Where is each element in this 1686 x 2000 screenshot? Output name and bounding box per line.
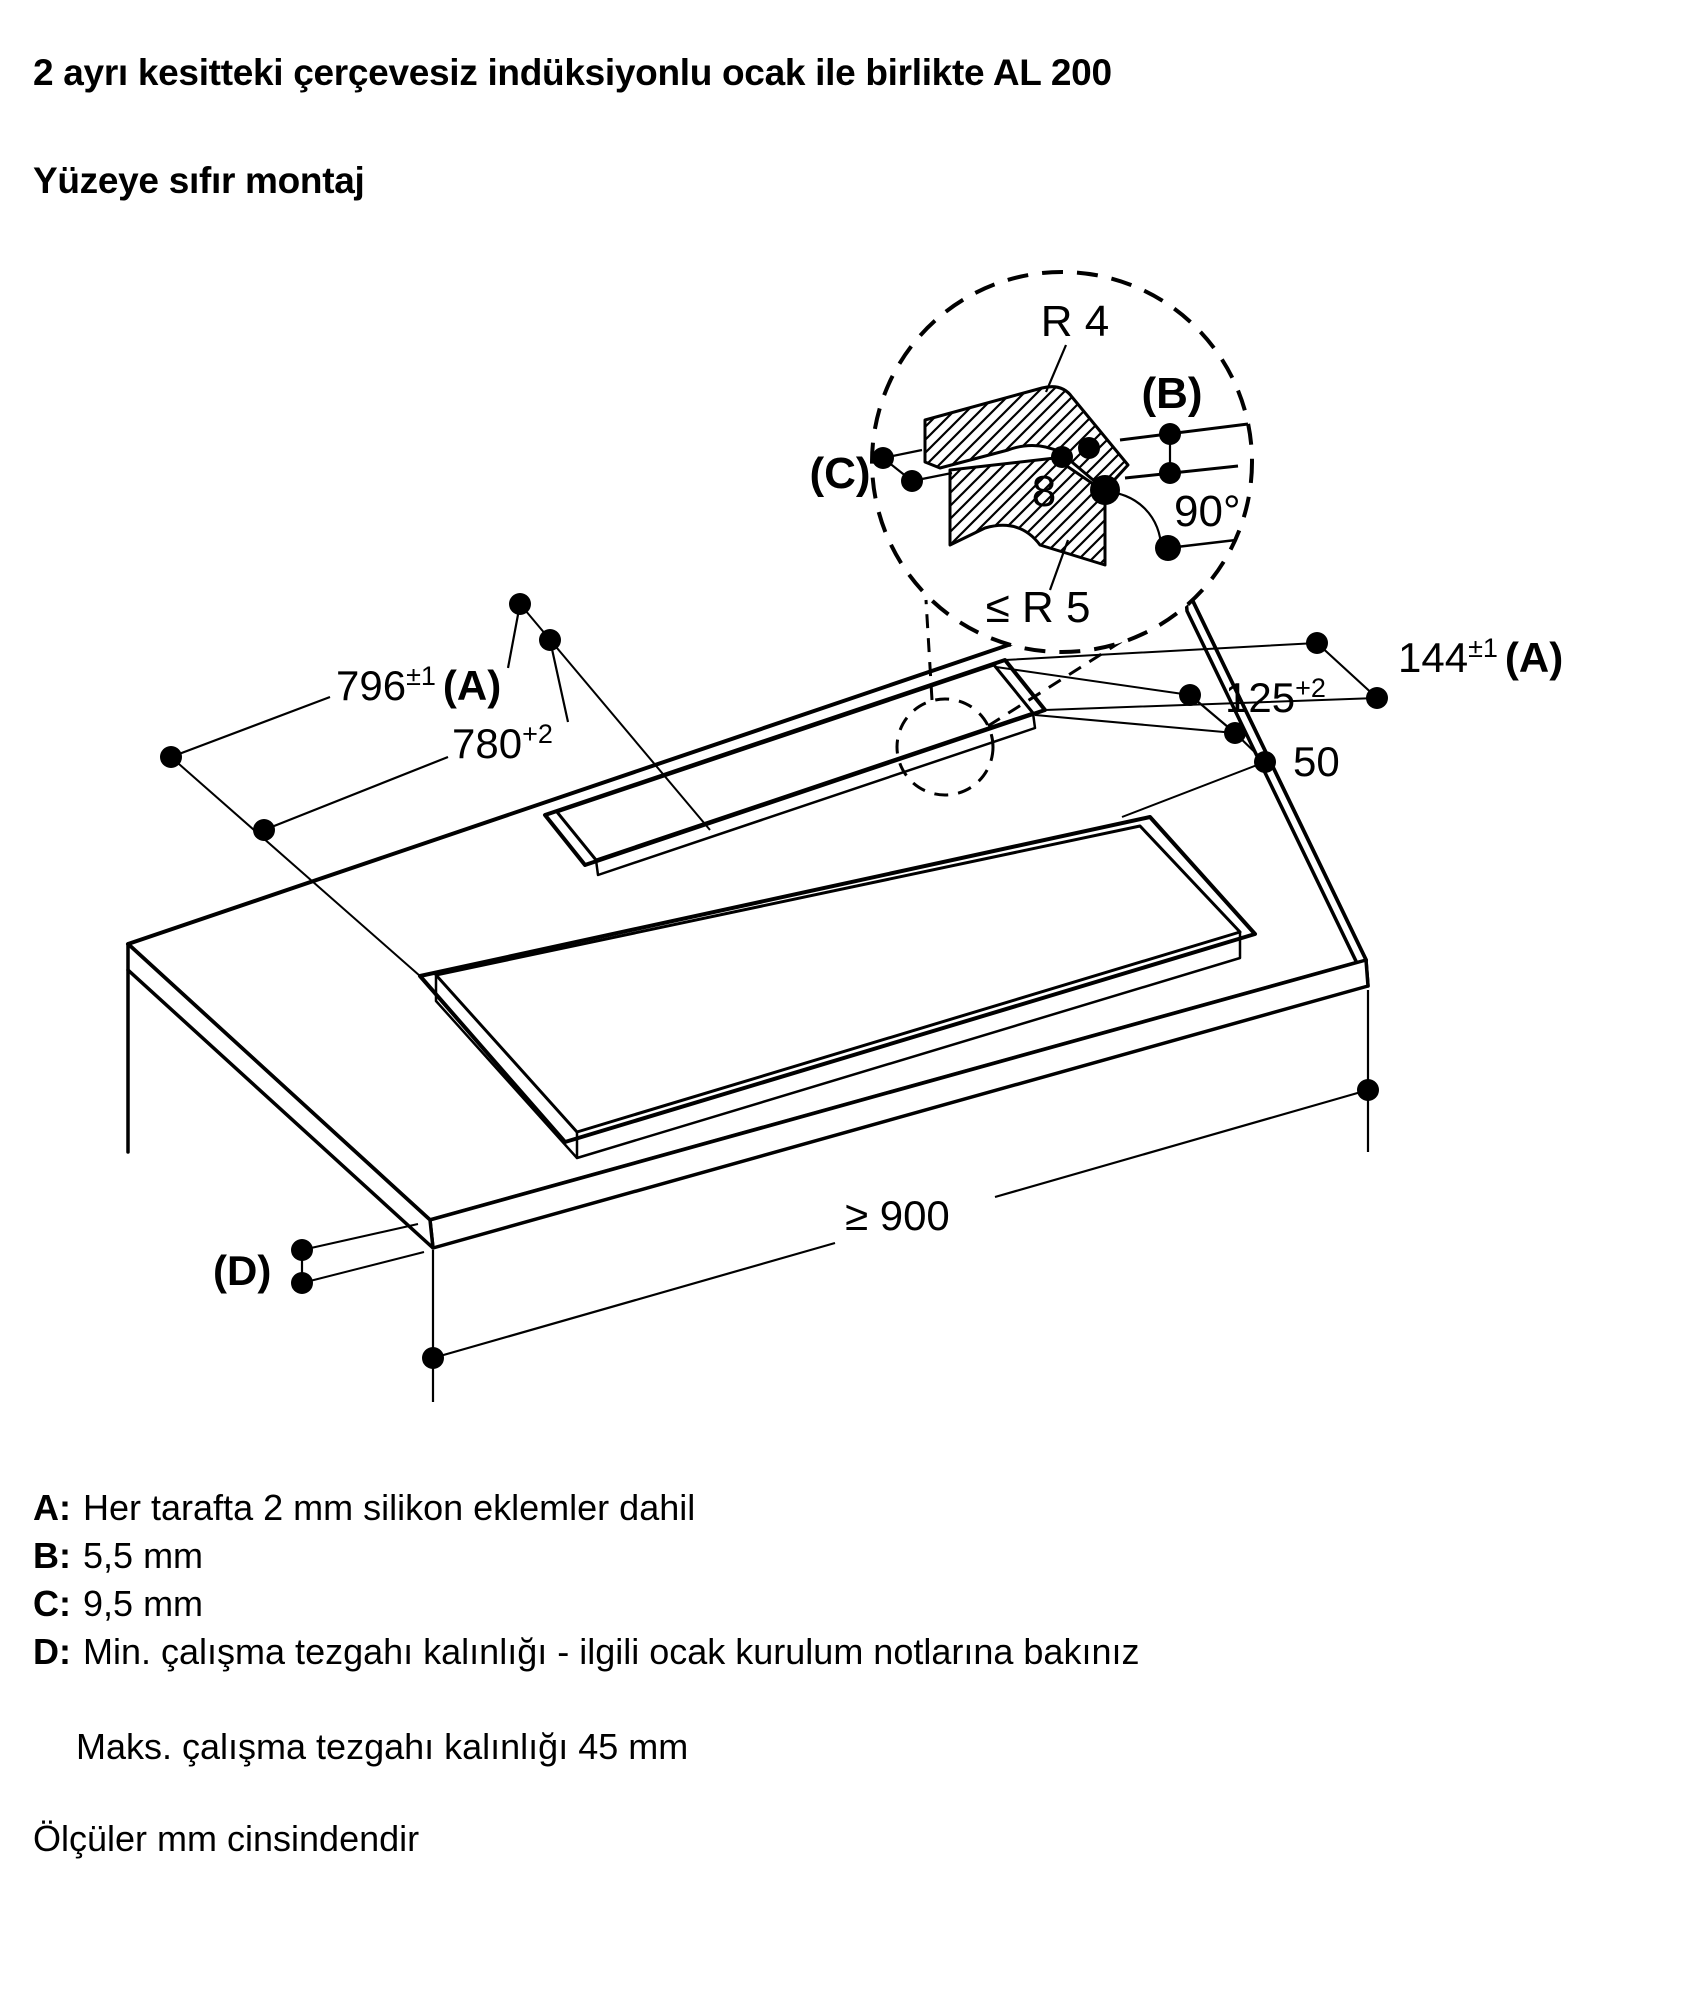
legend-row-a: A: Her tarafta 2 mm silikon eklemler dah… — [33, 1484, 1139, 1532]
detail-connector-lines — [924, 589, 1202, 728]
dim-780-label: 780+2 — [452, 719, 553, 767]
detail-b-label: (B) — [1141, 369, 1202, 418]
worktop-left-end-face — [126, 942, 435, 1250]
detail-r4-label: R 4 — [1041, 297, 1109, 346]
dim-900-label: ≥ 900 — [845, 1192, 950, 1239]
legend-row-d: D: Min. çalışma tezgahı kalınlığı - ilgi… — [33, 1628, 1139, 1676]
dim-144-label: 144±1(A) — [1398, 633, 1563, 681]
dimension-cutout-width — [253, 603, 711, 841]
worktop-isometric-view — [126, 583, 1370, 1250]
glass-surface-lines — [1119, 422, 1249, 480]
legend-key-d: D: — [33, 1631, 71, 1672]
legend: A: Her tarafta 2 mm silikon eklemler dah… — [33, 1484, 1139, 1676]
dimension-thickness — [291, 1223, 425, 1294]
dim-796-label: 796±1(A) — [336, 661, 501, 709]
dimension-edge-distance — [1121, 732, 1276, 818]
dim-125-label: 125+2 — [1225, 673, 1326, 721]
page-subtitle: Yüzeye sıfır montaj — [33, 160, 365, 201]
detail-90-label: 90° — [1174, 487, 1241, 536]
legend-text-d: Min. çalışma tezgahı kalınlığı - ilgili … — [83, 1631, 1140, 1672]
dim-50-label: 50 — [1293, 738, 1340, 785]
legend-key-a: A: — [33, 1487, 71, 1528]
dim-D-label: (D) — [213, 1247, 271, 1294]
legend-row-b: B: 5,5 mm — [33, 1532, 1139, 1580]
dimension-outer-depth — [1004, 632, 1388, 711]
hob-cutout — [418, 815, 1257, 1160]
note-max-thickness: Maks. çalışma tezgahı kalınlığı 45 mm — [76, 1726, 689, 1767]
legend-key-c: C: — [33, 1583, 71, 1624]
cross-section — [923, 385, 1249, 567]
detail-callout: R 4 (B) (C) 8 90° ≤ R 5 — [809, 270, 1254, 797]
legend-text-c: 9,5 mm — [83, 1583, 204, 1624]
detail-r5-label: ≤ R 5 — [986, 583, 1091, 632]
legend-key-b: B: — [33, 1535, 71, 1576]
page-title: 2 ayrı kesitteki çerçevesiz indüksiyonlu… — [33, 52, 1112, 93]
detail-measures — [872, 344, 1237, 591]
note-units: Ölçüler mm cinsindendir — [33, 1818, 420, 1859]
dimension-min-depth — [422, 990, 1379, 1402]
detail-c-label: (C) — [809, 449, 870, 498]
detail-8-label: 8 — [1032, 467, 1056, 516]
worktop-lower-section — [948, 456, 1107, 567]
detail-source-circle — [895, 697, 995, 797]
legend-text-a: Her tarafta 2 mm silikon eklemler dahil — [83, 1487, 696, 1528]
legend-row-c: C: 9,5 mm — [33, 1580, 1139, 1628]
legend-text-b: 5,5 mm — [83, 1535, 204, 1576]
